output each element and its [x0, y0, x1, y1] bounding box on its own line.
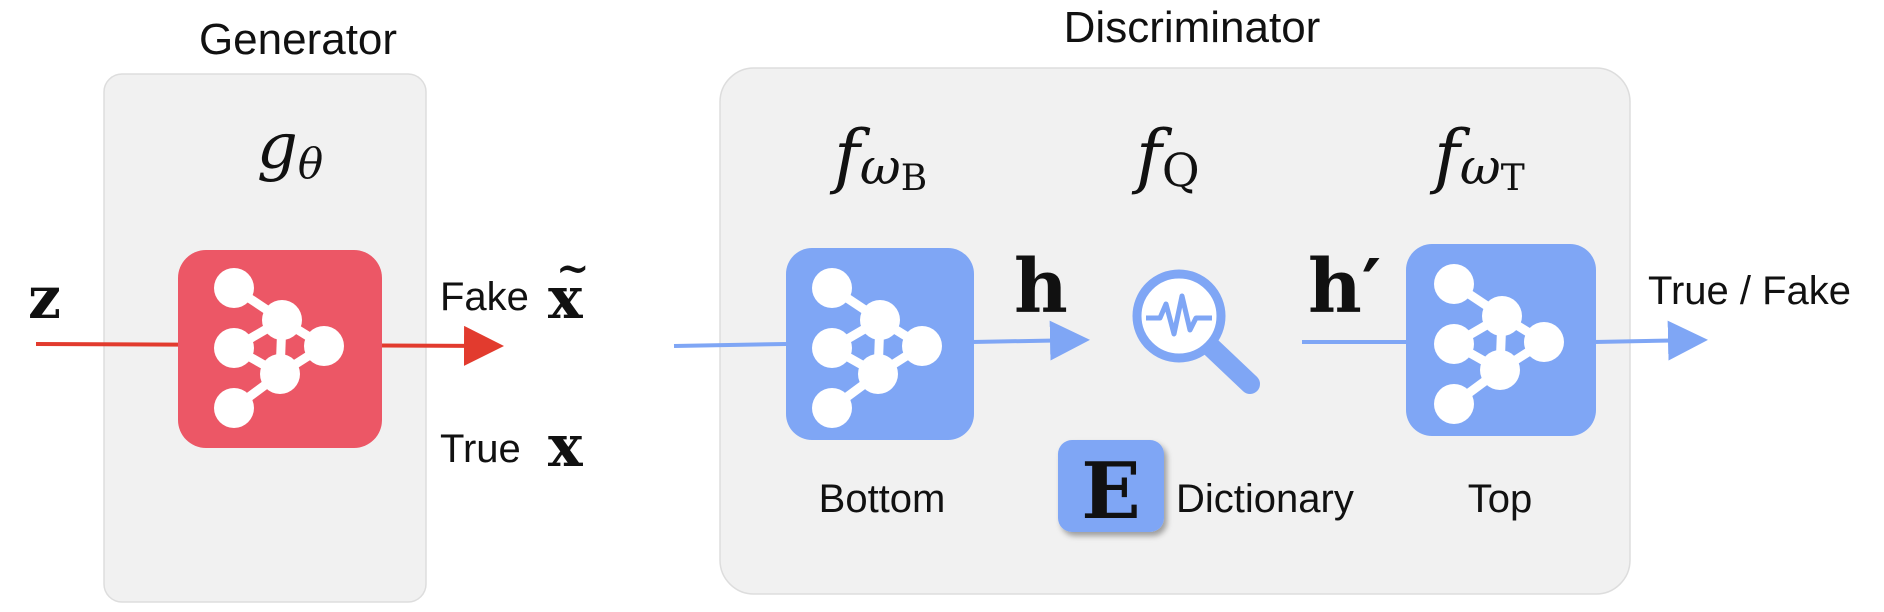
fake-x: x: [548, 264, 583, 332]
bottom-label: Bottom: [819, 477, 946, 521]
top-label: Top: [1468, 477, 1533, 521]
svg-text:E: E: [1081, 446, 1140, 537]
h-arrow: [971, 320, 1090, 361]
discriminator-title: Discriminator: [1064, 3, 1321, 52]
output-arrow: [1593, 320, 1708, 361]
true-x: x: [548, 412, 583, 480]
output-label: True / Fake: [1648, 269, 1851, 313]
dictionary-icon: E: [1058, 440, 1164, 537]
query-magnifier-icon: [1132, 269, 1260, 394]
generator-network-icon: [178, 250, 382, 448]
bottom-func-label: fωB: [829, 115, 927, 199]
h-prime-var: h′: [1308, 244, 1381, 330]
fake-label: Fake: [440, 275, 529, 319]
fake-x-tilde: ~: [556, 245, 590, 292]
h-var: h: [1014, 244, 1068, 330]
true-label: True: [440, 427, 521, 471]
dictionary-label: Dictionary: [1176, 477, 1354, 521]
bottom-network-icon: [786, 248, 974, 440]
top-network-icon: [1406, 244, 1596, 436]
discriminator-input-arrow: [673, 342, 787, 348]
generator-func-label: gθ: [257, 110, 323, 188]
input-z: z: [28, 264, 61, 332]
generator-title: Generator: [199, 15, 397, 64]
